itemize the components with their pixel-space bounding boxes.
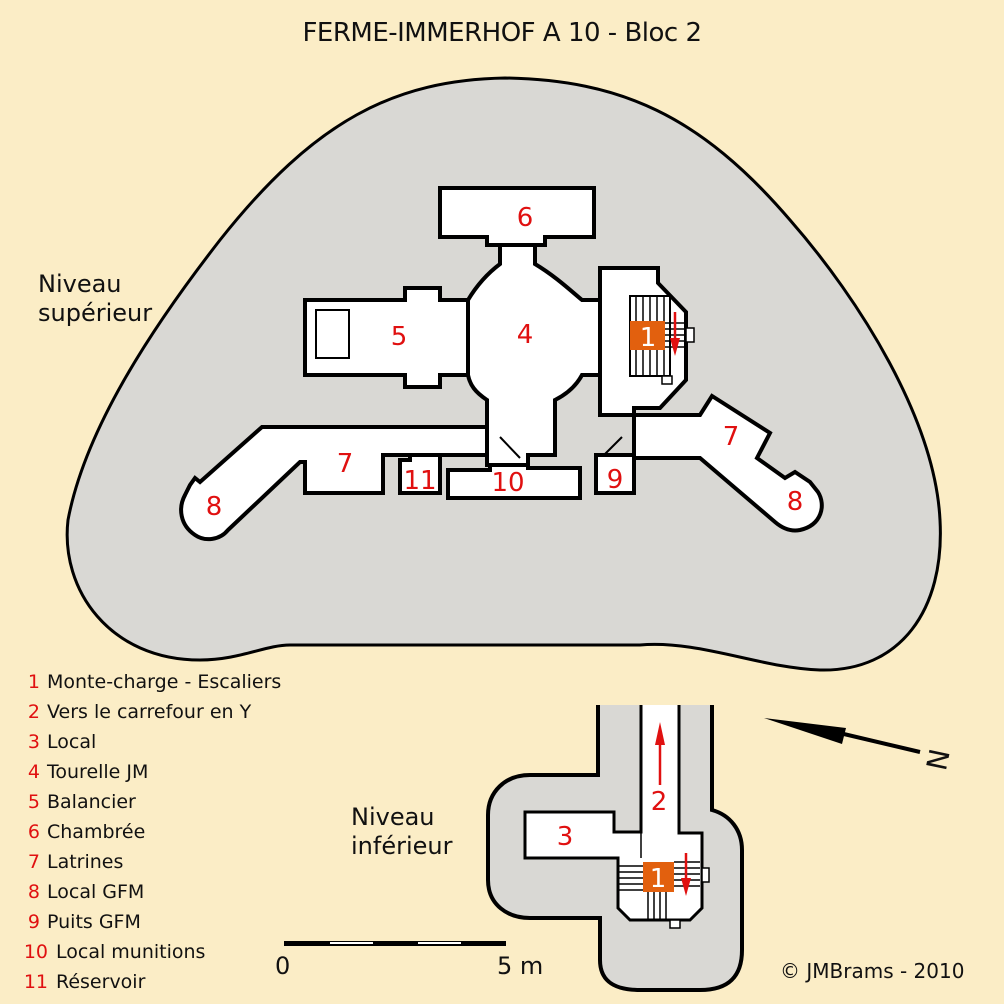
scale-end-label: 5 m	[497, 952, 544, 980]
room-puits	[594, 453, 636, 495]
scale-start-label: 0	[275, 952, 291, 980]
room-label-3: 3	[557, 822, 574, 852]
door-munitions	[499, 436, 521, 459]
legend-num: 3	[27, 731, 40, 753]
legend-num: 11	[23, 971, 48, 993]
legend-item: 8 Local GFM	[10, 877, 281, 907]
legend-label: Balancier	[47, 791, 136, 813]
north-label: N	[920, 746, 957, 773]
legend-label: Local munitions	[56, 941, 206, 963]
legend-item: 4 Tourelle JM	[10, 757, 281, 787]
room-label-4: 4	[517, 320, 534, 350]
room-label-11: 11	[403, 466, 436, 496]
legend-num: 1	[27, 671, 40, 693]
down-arrow-lower-icon	[681, 853, 691, 896]
legend-label: Tourelle JM	[47, 761, 149, 783]
room-munitions	[446, 463, 582, 500]
lower-lift	[643, 862, 674, 892]
legend-label: Latrines	[47, 851, 124, 873]
legend-num: 10	[23, 941, 48, 963]
legend-item: 2 Vers le carrefour en Y	[10, 697, 281, 727]
upper-level-line1: Niveau	[38, 270, 122, 298]
room-label-2: 2	[651, 787, 668, 817]
north-arrow-icon	[764, 718, 921, 754]
legend-item: 11 Réservoir	[10, 967, 281, 997]
legend-item: 7 Latrines	[10, 847, 281, 877]
upper-lift	[630, 321, 665, 350]
room-label-9: 9	[607, 465, 624, 495]
legend-label: Local GFM	[47, 881, 145, 903]
legend-num: 4	[27, 761, 40, 783]
room-reservoir	[398, 453, 442, 495]
room-tourelle	[466, 243, 602, 467]
upper-level-line2: supérieur	[38, 299, 153, 327]
legend-item: 1 Monte-charge - Escaliers	[10, 667, 281, 697]
legend-item: 5 Balancier	[10, 787, 281, 817]
balancier-pit	[315, 309, 350, 359]
room-chambree	[438, 186, 596, 247]
legend-label: Chambrée	[47, 821, 146, 843]
legend-num: 2	[27, 701, 40, 723]
legend-item: 10 Local munitions	[10, 937, 281, 967]
lower-level-line1: Niveau	[351, 803, 435, 831]
legend-item: 9 Puits GFM	[10, 907, 281, 937]
legend-item: 6 Chambrée	[10, 817, 281, 847]
room-label-10: 10	[491, 468, 524, 498]
legend-num: 9	[27, 911, 40, 933]
legend-num: 7	[27, 851, 40, 873]
room-label-6: 6	[517, 203, 534, 233]
room-latrines-left	[179, 425, 489, 542]
legend-item: 3 Local	[10, 727, 281, 757]
upper-level-label: Niveau supérieur	[38, 270, 152, 328]
room-latrines-right	[632, 393, 824, 533]
room-label-1-upper: 1	[640, 323, 657, 353]
room-label-8-left: 8	[206, 492, 223, 522]
lower-level-line2: inférieur	[351, 832, 453, 860]
lower-level-label: Niveau inférieur	[351, 803, 452, 861]
legend-label: Vers le carrefour en Y	[47, 701, 252, 723]
door-puits	[603, 436, 623, 456]
copyright: © JMBrams - 2010	[780, 959, 965, 983]
room-label-7-right: 7	[723, 422, 740, 452]
room-label-8-right: 8	[787, 487, 804, 517]
legend-label: Local	[47, 731, 97, 753]
legend-label: Monte-charge - Escaliers	[47, 671, 282, 693]
legend-num: 5	[27, 791, 40, 813]
legend-num: 8	[27, 881, 40, 903]
room-label-1-lower: 1	[650, 864, 667, 894]
room-label-5: 5	[391, 322, 408, 352]
map-title: FERME-IMMERHOF A 10 - Bloc 2	[302, 18, 702, 48]
room-label-7-left: 7	[337, 449, 354, 479]
legend-label: Puits GFM	[47, 911, 141, 933]
legend: 1 Monte-charge - Escaliers 2 Vers le carre…	[10, 667, 282, 997]
legend-num: 6	[27, 821, 40, 843]
scale-bar	[284, 941, 506, 946]
legend-label: Réservoir	[56, 971, 146, 993]
down-arrow-icon	[670, 312, 680, 356]
up-arrow-icon	[655, 722, 665, 785]
